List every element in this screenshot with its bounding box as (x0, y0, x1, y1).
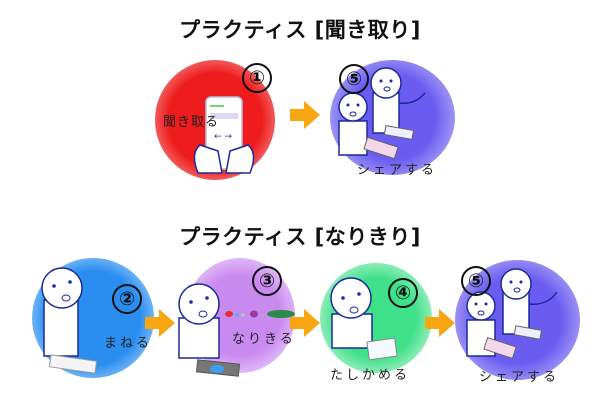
arrow-right-icon (145, 309, 175, 337)
arrow-right-icon (290, 309, 320, 337)
step-number-1: ① (242, 63, 272, 93)
step-roleplay: ③ なりきる (165, 258, 310, 388)
person-imitating-icon (41, 267, 98, 374)
step-number-5: ⑤ (339, 64, 369, 94)
step-label-roleplay: なりきる (232, 332, 296, 347)
step-number-4: ④ (388, 278, 418, 308)
arrow-right-icon (290, 101, 320, 129)
step-label-share: シェアする (357, 163, 438, 178)
step-label-confirm: たしかめる (330, 368, 411, 383)
step-label-listen: 聞き取る (163, 115, 220, 130)
step-label-imitate: まねる (104, 336, 153, 351)
step-number-3: ③ (252, 266, 282, 296)
step-number-2: ② (112, 284, 142, 314)
phone-in-hands-icon: ← → (193, 96, 255, 174)
step-number-5: ⑤ (461, 266, 491, 296)
arrow-right-icon (425, 309, 455, 337)
step-listen: ← → ① 聞き取る (140, 55, 280, 185)
step-share: ⑤ シェアする (325, 55, 465, 185)
step-share-roleplay: ⑤ シェアする (455, 258, 595, 388)
step-confirm: ④ たしかめる (318, 258, 438, 388)
section-title-listening: プラクティス [聞き取り] (179, 18, 421, 42)
person-checking-icon (330, 277, 398, 361)
section-title-roleplay: プラクティス [なりきり] (179, 225, 421, 249)
step-label-share: シェアする (479, 370, 560, 385)
two-people-sharing-icon (338, 67, 426, 160)
person-roleplaying-icon (178, 283, 295, 377)
svg-text:← →: ← → (214, 132, 232, 142)
two-people-sharing-icon (466, 268, 558, 359)
step-imitate: ② まねる (30, 258, 160, 388)
